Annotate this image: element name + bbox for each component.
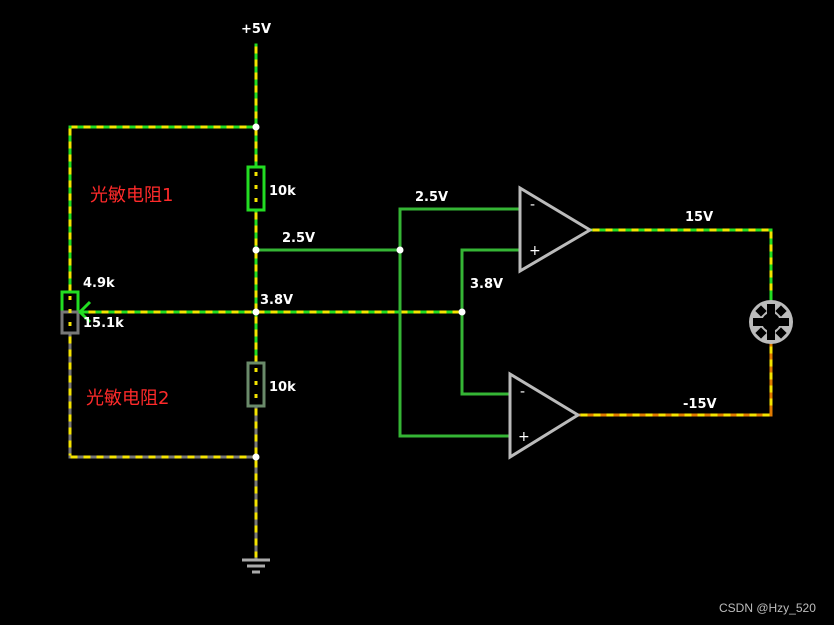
resistor-top <box>246 165 266 212</box>
pot-top-value: 4.9k <box>83 276 115 291</box>
node-2v5-label: 2.5V <box>282 231 315 246</box>
opamp2-input-label: 3.8V <box>470 277 503 292</box>
opamp-1-minus: - <box>530 197 535 213</box>
resistor-bottom <box>246 361 266 408</box>
ldr2-label: 光敏电阻2 <box>86 388 169 409</box>
potentiometer-wiper-arrow <box>77 300 92 324</box>
junction-dots <box>252 123 466 461</box>
opamp-2: - + <box>508 371 581 460</box>
opamp-1-plus: + <box>529 243 541 259</box>
wires <box>68 43 773 562</box>
ground-symbol <box>242 558 270 574</box>
resistor-top-value: 10k <box>269 184 296 199</box>
resistor-bottom-value: 10k <box>269 380 296 395</box>
opamp-2-minus: - <box>520 384 525 400</box>
output-neg-label: -15V <box>683 397 717 412</box>
opamp-2-plus: + <box>518 429 530 445</box>
supply-label: +5V <box>241 22 271 37</box>
motor-icon <box>749 300 793 344</box>
potentiometer <box>60 290 92 335</box>
pot-bottom-value: 15.1k <box>83 316 124 331</box>
watermark: CSDN @Hzy_520 <box>719 601 816 615</box>
opamp1-input-label: 2.5V <box>415 190 448 205</box>
output-pos-label: 15V <box>685 210 713 225</box>
opamp-1: - + <box>518 185 593 274</box>
ldr1-label: 光敏电阻1 <box>90 185 173 206</box>
node-3v8-label: 3.8V <box>260 293 293 308</box>
